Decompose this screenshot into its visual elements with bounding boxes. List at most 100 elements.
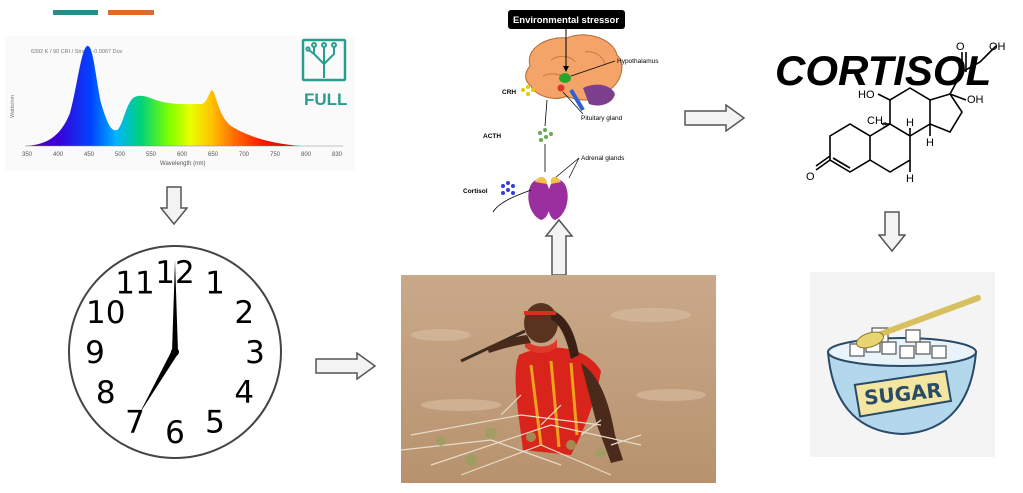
badge-frame [301, 38, 347, 82]
clock-center [171, 348, 179, 356]
clock-number: 10 [86, 295, 125, 331]
cortisol-label: Cortisol [463, 188, 488, 195]
pituitary-line [562, 91, 584, 115]
hpa-axis-diagram: Environmental stressor Hypothalamus CRH … [455, 0, 690, 235]
teal-bar [53, 10, 98, 15]
cortisol-title: CORTISOL [775, 47, 991, 94]
clock-icon: 12 1 2 3 4 5 6 7 8 9 10 11 [68, 245, 282, 459]
tick: 350 [22, 152, 33, 158]
minute-hand [172, 260, 178, 352]
clock-panel: 12 1 2 3 4 5 6 7 8 9 10 11 [66, 243, 284, 461]
right-adrenal [550, 176, 561, 184]
hydroxyl-17: OH [967, 94, 984, 106]
cortisol-structure: CORTISOL O OH HO OH [775, 41, 1006, 185]
light-spectrum-panel: 6392 K / 90 CRI / Strap / -0.0067 Duv Wa… [5, 8, 355, 170]
ground-texture [411, 308, 706, 411]
pituitary-label: Pituitary gland [581, 115, 623, 122]
tick: 450 [84, 152, 95, 158]
clock-number: 9 [85, 335, 105, 371]
adrenal-line-1 [554, 157, 580, 179]
tick: 750 [270, 152, 281, 158]
cortisol-arrow [492, 189, 532, 213]
tick: 400 [53, 152, 64, 158]
necklace [525, 339, 557, 353]
left-kidney [528, 179, 551, 220]
terminal-hydroxyl: OH [989, 41, 1006, 53]
tick: 800 [301, 152, 312, 158]
stressor-title: Environmental stressor [513, 15, 619, 26]
arm-left [487, 335, 531, 353]
hydrogen-14: H [926, 137, 934, 149]
cortisol-molecule-panel: CORTISOL O OH HO OH [770, 28, 1015, 203]
hypothalamus-line [570, 60, 616, 77]
spectrum-header: 6392 K / 90 CRI / Strap / -0.0067 Duv [31, 49, 123, 55]
crh-label: CRH [502, 89, 516, 96]
adrenal-line-2 [568, 157, 580, 179]
clock-number: 3 [245, 335, 265, 371]
pointer-head [563, 66, 569, 72]
acth-label: ACTH [483, 133, 501, 140]
spoon-head [856, 331, 884, 349]
steroid-skeleton [815, 45, 997, 173]
spectrum-curve [25, 45, 301, 147]
spectrum-ylabel: Watts/nm [10, 95, 16, 118]
tick: 500 [115, 152, 126, 158]
adrenal-label: Adrenal glands [581, 155, 625, 162]
crh-dots [521, 85, 535, 96]
pituitary-blob [557, 84, 565, 92]
light-spectrum-chart: 6392 K / 90 CRI / Strap / -0.0067 Duv Wa… [5, 10, 355, 170]
clock-number: 11 [115, 266, 154, 302]
red-shuka [515, 347, 601, 455]
clock-number: 5 [205, 404, 225, 440]
cortisol-dots [501, 181, 515, 195]
bush-leaves [436, 427, 606, 466]
headband [524, 311, 556, 315]
hypothalamus-blob [559, 73, 571, 83]
shuka-pattern [529, 360, 579, 448]
braids [551, 310, 579, 359]
photo-illustration [401, 275, 716, 483]
clock-number: 4 [234, 375, 254, 411]
head [524, 303, 558, 343]
sugar-bowl-illustration: SUGAR [810, 272, 995, 457]
thorn-bush [401, 394, 642, 476]
tick: 650 [208, 152, 219, 158]
down-arrow-icon [160, 186, 188, 226]
sugar-label-plate: SUGAR [853, 370, 953, 418]
acth-arrow [544, 99, 548, 127]
badge-label: FULL [304, 90, 347, 109]
methyl-group: CH3 [867, 115, 887, 129]
hour-hand [139, 350, 179, 415]
clock-number: 6 [165, 415, 185, 451]
circuit-tree-icon [305, 42, 337, 78]
right-kidney [547, 179, 568, 220]
clock-number: 2 [234, 295, 254, 331]
clock-number: 8 [96, 375, 116, 411]
hypothalamus-label: Hypothalamus [617, 58, 659, 65]
hydrogen-9: H [906, 173, 914, 185]
full-spectrum-badge: FULL [301, 38, 347, 109]
orange-bar [108, 10, 154, 15]
arm-right [581, 363, 623, 463]
stressor-box [508, 10, 625, 29]
chart-background [5, 36, 355, 170]
clock-number: 7 [125, 404, 145, 440]
brainstem [569, 88, 585, 112]
spectrum-xlabel: Wavelength (nm) [160, 161, 205, 167]
tick: 830 [332, 152, 343, 158]
sugar-bowl-panel: SUGAR [810, 272, 995, 457]
hydroxyl-11: HO [858, 89, 875, 101]
up-arrow-icon [544, 218, 574, 276]
clock-number: 1 [205, 266, 225, 302]
ketone-oxygen: O [956, 41, 965, 53]
hydrogen-8: H [906, 117, 914, 129]
cerebellum [583, 84, 615, 106]
tick: 600 [177, 152, 188, 158]
hpa-axis-illustration: Environmental stressor Hypothalamus CRH … [463, 10, 659, 220]
tick: 550 [146, 152, 157, 158]
right-arrow-icon [684, 104, 746, 132]
left-adrenal [535, 176, 547, 184]
tick: 700 [239, 152, 250, 158]
stressed-person-photo [401, 275, 716, 483]
right-arrow-icon [315, 352, 377, 380]
